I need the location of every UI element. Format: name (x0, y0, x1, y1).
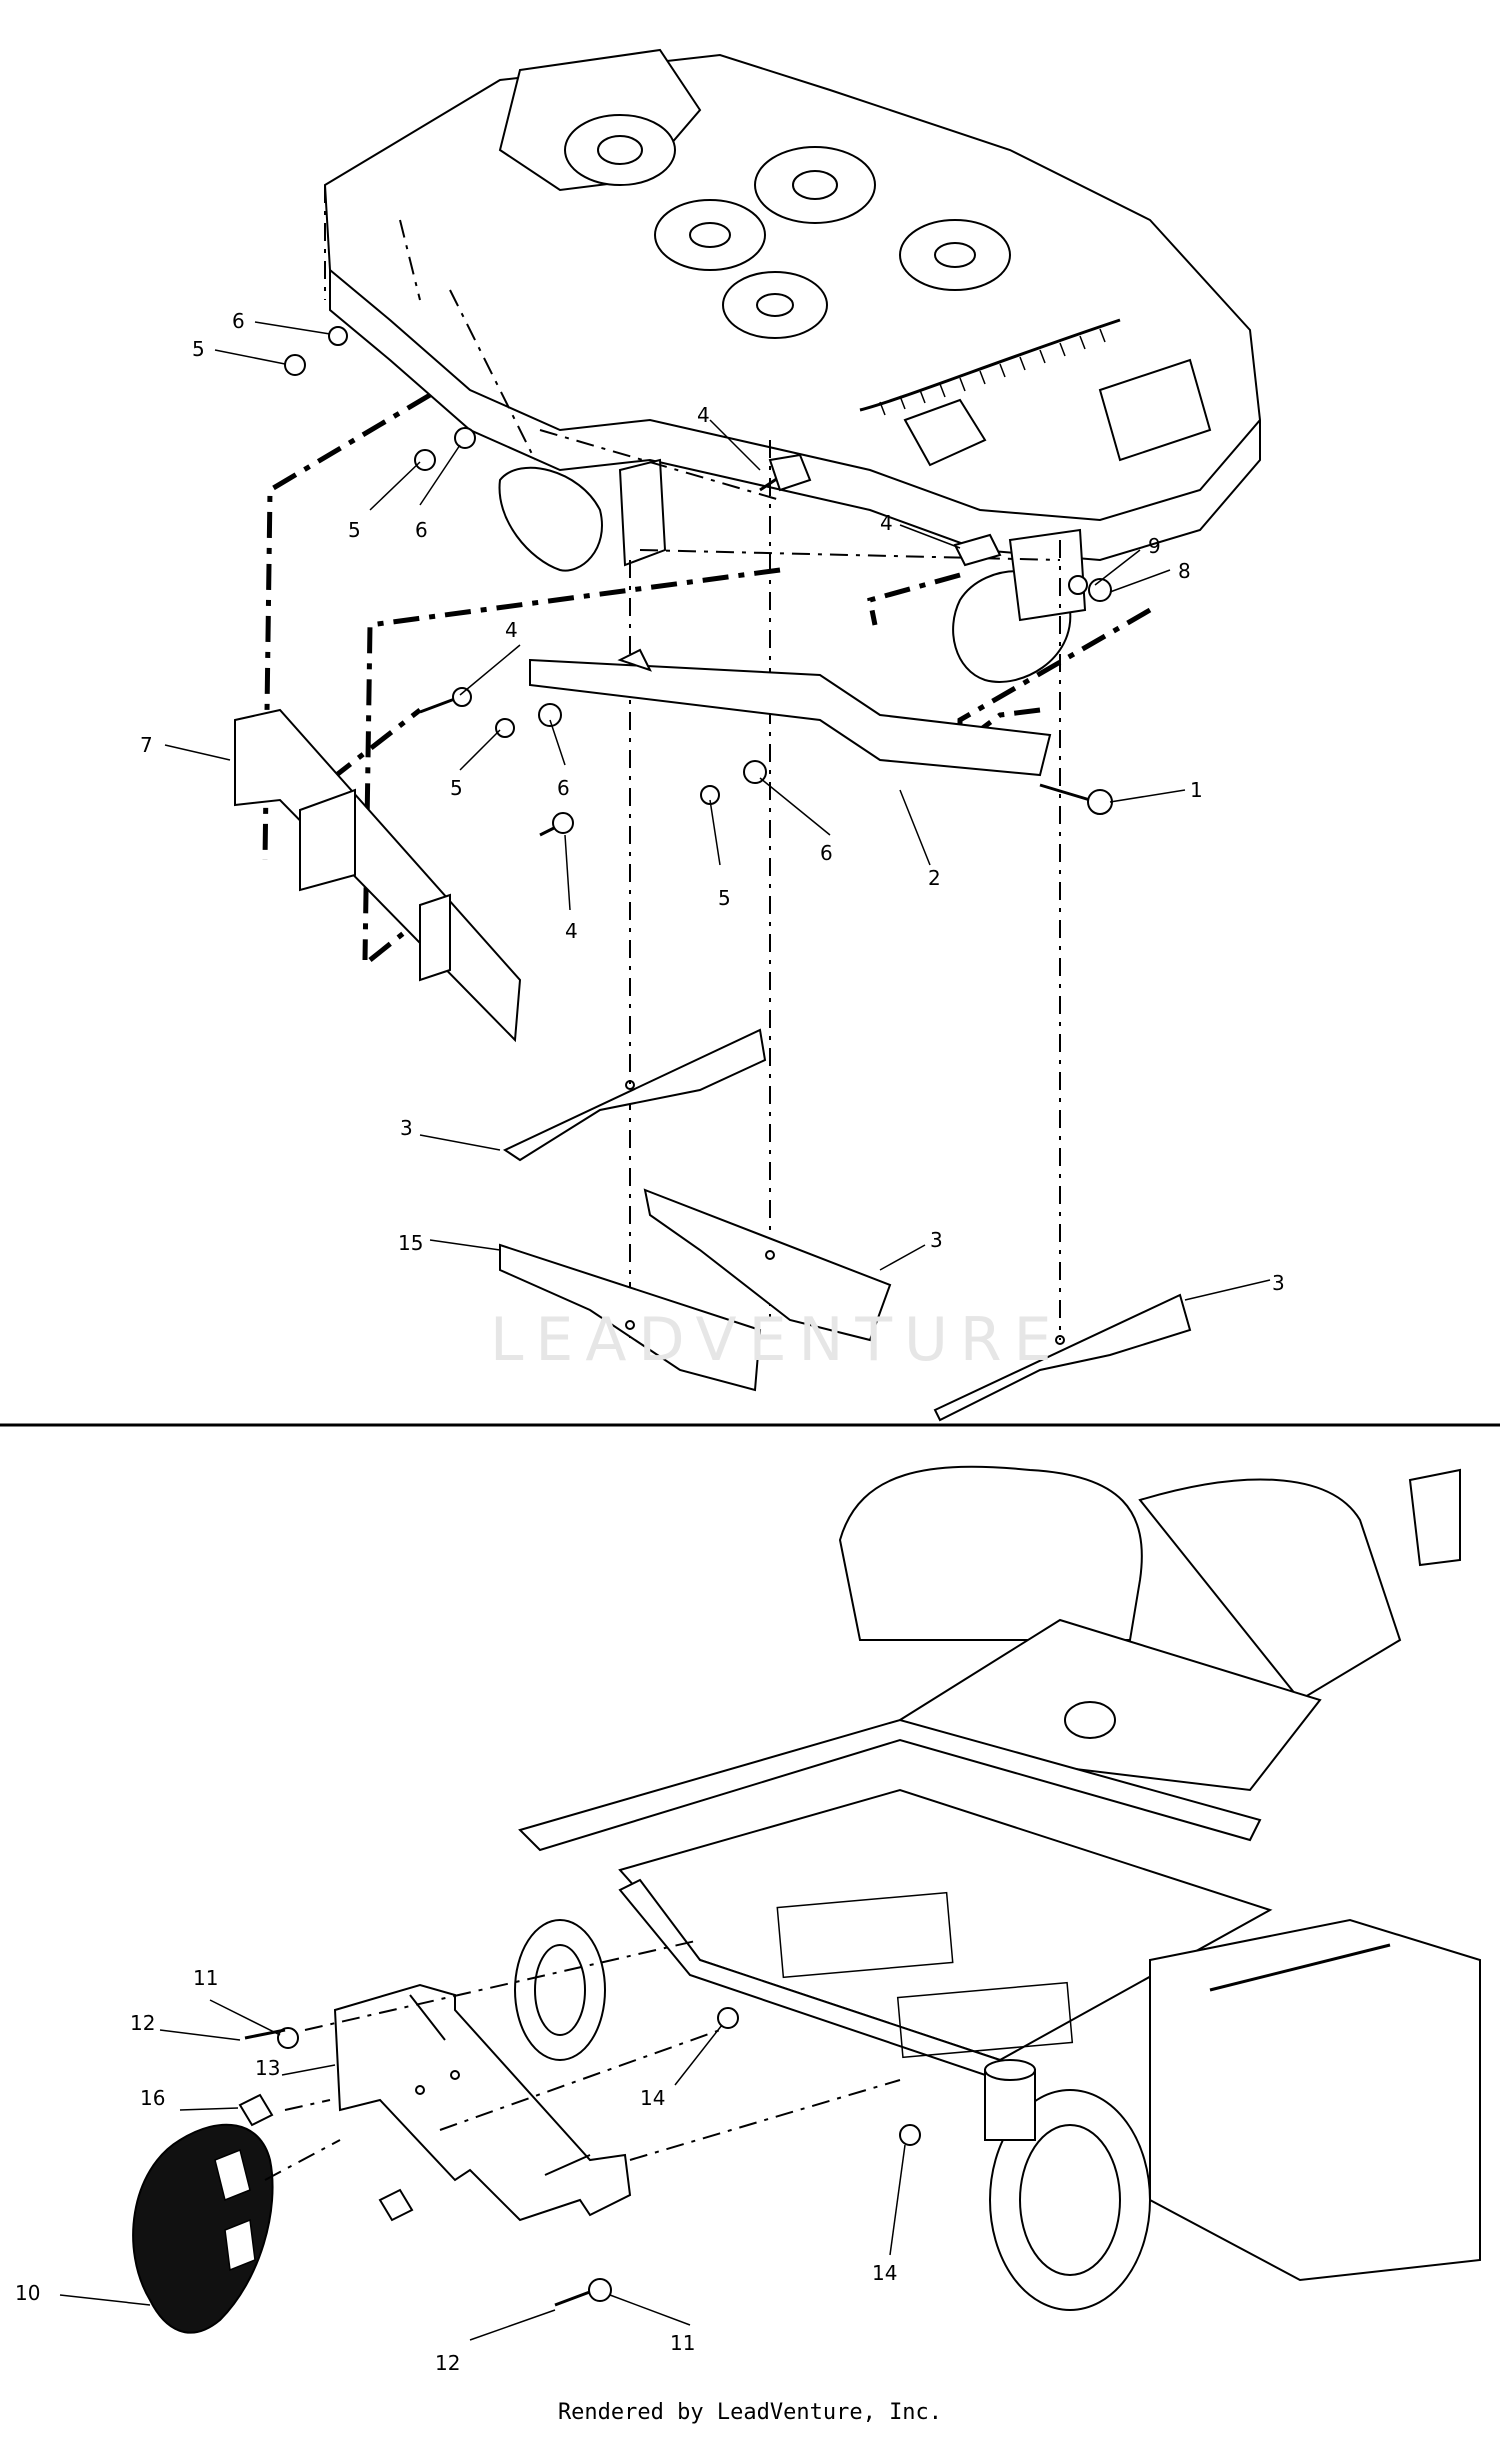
callout-1: 1 (1190, 778, 1203, 802)
callout-5: 5 (348, 518, 361, 542)
callout-4: 4 (505, 618, 518, 642)
callout-3: 3 (400, 1116, 413, 1140)
callout-9: 9 (1148, 534, 1161, 558)
callouts-bottom: 11 12 13 14 16 14 10 12 11 (15, 1966, 897, 2375)
callout-10: 10 (15, 2281, 40, 2305)
callout-12: 12 (435, 2351, 460, 2375)
callout-7: 7 (140, 733, 153, 757)
counterweight-part-10 (132, 2123, 274, 2334)
deck-assembly (323, 48, 1262, 683)
tractor-frame (514, 1465, 1481, 2311)
callout-2: 2 (928, 866, 941, 890)
floor-grip (776, 1891, 1074, 2059)
callout-11: 11 (670, 2331, 695, 2355)
weight-bracket-part-13 (333, 1983, 632, 2222)
callout-14: 14 (872, 2261, 897, 2285)
guide-lines-bottom (264, 1939, 901, 2181)
pulley-group (564, 114, 1011, 339)
callout-6: 6 (232, 309, 245, 333)
callout-6: 6 (557, 776, 570, 800)
watermark: LEADVENTURE (490, 1305, 1064, 1375)
callout-8: 8 (1178, 559, 1191, 583)
callout-5: 5 (192, 337, 205, 361)
leader-lines-bottom (59, 1999, 906, 2341)
callout-3: 3 (930, 1228, 943, 1252)
hardware-bottom (238, 2007, 921, 2307)
callout-15: 15 (398, 1231, 423, 1255)
callout-5: 5 (718, 886, 731, 910)
callout-16: 16 (140, 2086, 165, 2110)
callout-6: 6 (820, 841, 833, 865)
callout-12: 12 (130, 2011, 155, 2035)
blades (499, 1028, 1192, 1422)
leader-lines-top (164, 321, 1271, 1301)
callout-4: 4 (565, 919, 578, 943)
callout-4: 4 (697, 403, 710, 427)
callout-6: 6 (415, 518, 428, 542)
callout-14: 14 (640, 2086, 665, 2110)
baffle-part-2 (529, 648, 1052, 777)
callout-4: 4 (880, 511, 893, 535)
deflector-part-7 (234, 708, 522, 1043)
callouts-top: 6 5 4 5 6 4 9 8 4 7 1 5 6 6 2 5 4 3 15 3… (140, 309, 1285, 1295)
callout-13: 13 (255, 2056, 280, 2080)
callout-11: 11 (193, 1966, 218, 1990)
footer-credit: Rendered by LeadVenture, Inc. (557, 2400, 943, 2425)
callout-3: 3 (1272, 1271, 1285, 1295)
callout-5: 5 (450, 776, 463, 800)
